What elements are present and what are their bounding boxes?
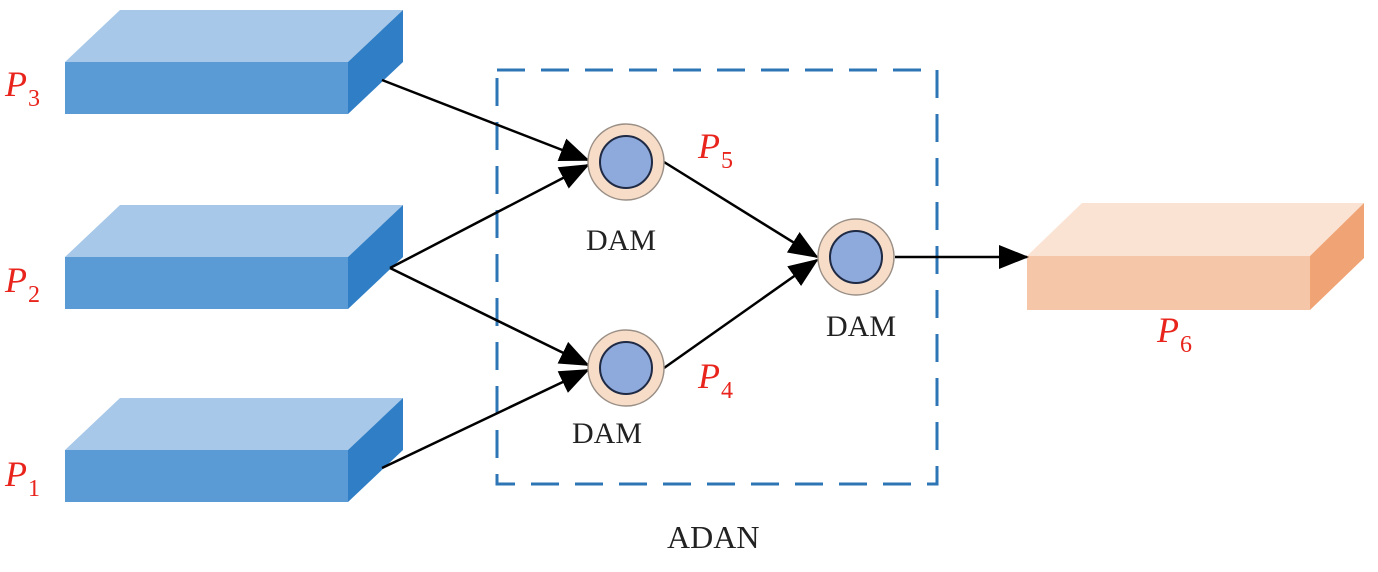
adan-module-border	[495, 68, 939, 486]
input-block-p1	[65, 398, 403, 502]
dam-label-top: DAM	[586, 224, 656, 257]
svg-text:2: 2	[28, 282, 40, 308]
input-block-p3	[65, 10, 403, 114]
dam-label-bottom: DAM	[572, 417, 642, 450]
svg-text:4: 4	[721, 378, 733, 404]
svg-text:P: P	[4, 454, 27, 494]
label-p1: P 1	[4, 454, 40, 502]
label-p3: P 3	[4, 64, 40, 112]
dam-label-final: DAM	[826, 310, 896, 343]
svg-text:5: 5	[721, 148, 733, 174]
svg-text:3: 3	[28, 86, 40, 112]
arrow-dam-top-to-final	[663, 160, 819, 259]
svg-text:P: P	[697, 126, 720, 166]
input-block-p2	[65, 205, 403, 309]
svg-text:1: 1	[28, 476, 40, 502]
arrow-p3-to-dam-top	[381, 78, 590, 162]
output-block-p6	[1027, 203, 1364, 310]
svg-text:P: P	[697, 356, 720, 396]
dam-node-top	[587, 123, 665, 201]
svg-text:P: P	[4, 260, 27, 300]
dam-node-final	[817, 218, 895, 296]
label-p6: P 6	[1156, 310, 1192, 358]
arrow-p2-to-dam-top	[389, 163, 590, 270]
arrow-p2-to-dam-bottom	[389, 266, 590, 367]
svg-text:P: P	[1156, 310, 1179, 350]
label-p2: P 2	[4, 260, 40, 308]
arrow-dam-bottom-to-final	[663, 258, 819, 370]
svg-text:6: 6	[1180, 332, 1192, 358]
dam-node-bottom	[587, 329, 665, 407]
module-label: ADAN	[667, 519, 759, 555]
svg-text:P: P	[4, 64, 27, 104]
label-p5: P 5	[697, 126, 733, 174]
arrow-p1-to-dam-bottom	[381, 368, 590, 470]
label-p4: P 4	[697, 356, 733, 404]
